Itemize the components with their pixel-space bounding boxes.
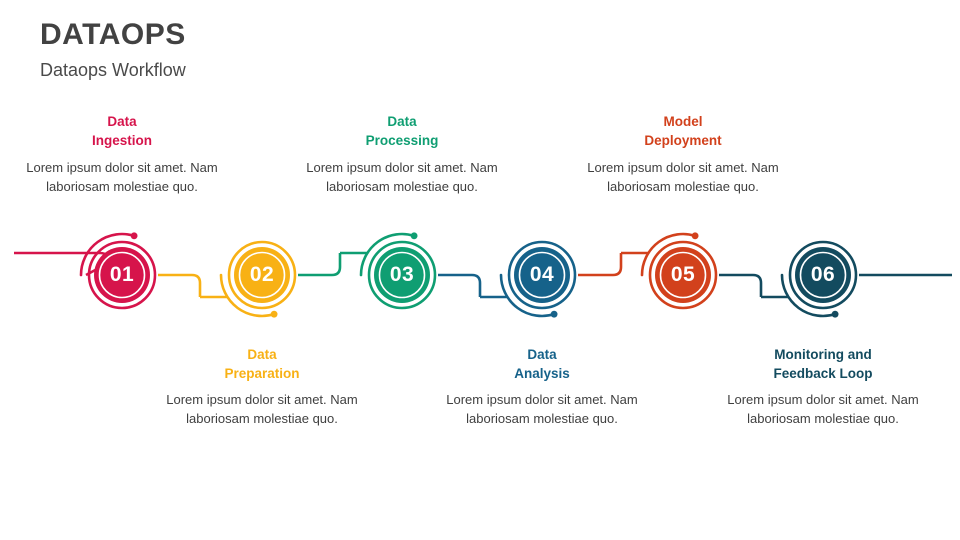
step-outer-ring	[507, 240, 577, 310]
step-node-02[interactable]: 02	[214, 227, 310, 323]
step-inner-ring	[659, 251, 707, 299]
step-description: Lorem ipsum dolor sit amet. Nam laborios…	[166, 392, 358, 427]
step-number-label: 02	[249, 263, 275, 286]
step-marker-02	[219, 240, 297, 318]
step-accent-dot	[130, 232, 138, 240]
step-inner-ring	[378, 251, 426, 299]
page-subtitle: Dataops Workflow	[40, 60, 186, 80]
step-title-line1: Data	[527, 347, 557, 362]
step-title-line1: Data	[247, 347, 277, 362]
step-number-label: 05	[670, 263, 696, 286]
step-number-label: 03	[389, 263, 415, 286]
step-title-line2: Deployment	[644, 133, 722, 149]
step-description: Lorem ipsum dolor sit amet. Nam laborios…	[306, 160, 498, 195]
step-accent-dot	[831, 310, 839, 318]
step-description: Lorem ipsum dolor sit amet. Nam laborios…	[26, 160, 218, 195]
step-node-05[interactable]: 05	[635, 227, 731, 323]
step-marker-06	[780, 240, 858, 318]
step-disc	[795, 247, 851, 303]
step-marker-01	[79, 232, 157, 310]
step-description: Lorem ipsum dolor sit amet. Nam laborios…	[727, 392, 919, 427]
step-accent-arc	[219, 273, 276, 318]
slide-header: DATAOPS Dataops Workflow	[40, 18, 640, 81]
step-title-line2: Preparation	[224, 366, 300, 382]
step-inner-ring	[799, 251, 847, 299]
step-title-line1: Model	[663, 114, 703, 129]
step-outer-ring	[367, 240, 437, 310]
step-accent-dot	[410, 232, 418, 240]
step-accent-arc	[780, 273, 837, 318]
step-number-label: 04	[529, 263, 555, 286]
step-outer-ring	[648, 240, 718, 310]
step-accent-dot	[691, 232, 699, 240]
step-title-line2: Analysis	[514, 366, 570, 382]
step-accent-arc	[640, 232, 697, 277]
step-description: Lorem ipsum dolor sit amet. Nam laborios…	[446, 392, 638, 427]
step-outer-ring	[227, 240, 297, 310]
step-accent-dot	[550, 310, 558, 318]
page-title: DATAOPS	[40, 18, 186, 51]
step-accent-dot	[270, 310, 278, 318]
step-title-line2: Feedback Loop	[773, 366, 873, 382]
step-disc	[655, 247, 711, 303]
step-marker-03	[359, 232, 437, 310]
step-title-line2: Processing	[365, 133, 439, 149]
step-outer-ring	[87, 240, 157, 310]
step-node-01[interactable]: 01	[74, 227, 170, 323]
step-disc	[374, 247, 430, 303]
step-outer-ring	[788, 240, 858, 310]
step-accent-arc	[79, 232, 136, 277]
step-accent-arc	[499, 273, 556, 318]
step-node-06[interactable]: 06	[775, 227, 871, 323]
step-inner-ring	[98, 251, 146, 299]
step-node-04[interactable]: 04	[494, 227, 590, 323]
step-disc	[234, 247, 290, 303]
step-accent-arc	[359, 232, 416, 277]
step-inner-ring	[238, 251, 286, 299]
step-description: Lorem ipsum dolor sit amet. Nam laborios…	[587, 160, 779, 195]
step-node-03[interactable]: 03	[354, 227, 450, 323]
step-marker-05	[640, 232, 718, 310]
step-title-line1: Monitoring and	[774, 347, 872, 362]
step-number-label: 06	[810, 263, 836, 286]
step-disc	[514, 247, 570, 303]
step-title-line1: Data	[387, 114, 417, 129]
step-disc	[94, 247, 150, 303]
step-marker-04	[499, 240, 577, 318]
step-number-label: 01	[109, 263, 135, 286]
step-title-line1: Data	[107, 114, 137, 129]
step-inner-ring	[518, 251, 566, 299]
step-title-line2: Ingestion	[92, 133, 152, 149]
